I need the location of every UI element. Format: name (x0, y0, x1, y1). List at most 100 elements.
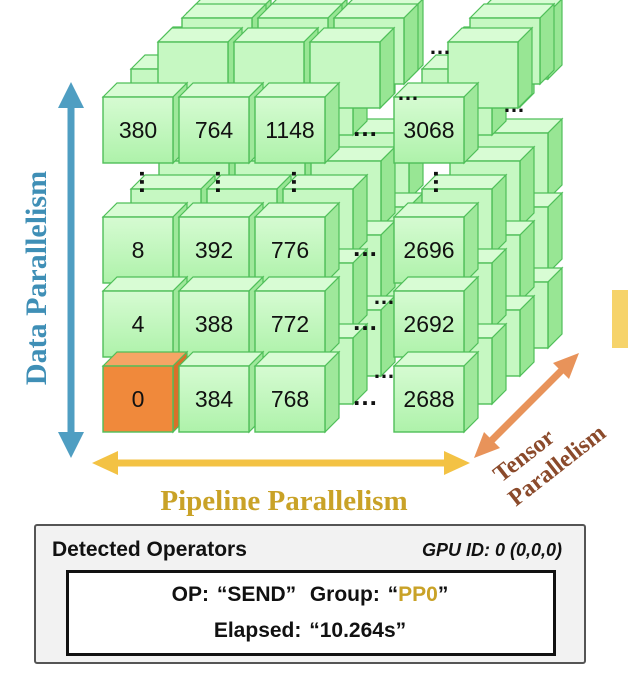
cube-side-face (324, 275, 340, 359)
cube-front-face (102, 290, 174, 358)
elapsed-line: Elapsed: “10.264s” (213, 619, 407, 642)
data-parallelism-label: Data Parallelism (20, 171, 53, 385)
horizontal-ellipsis: … (352, 306, 378, 336)
gpu-cube: 3068 (392, 81, 480, 165)
gpu-cube: 388 (177, 275, 265, 359)
cube-front-face (178, 365, 250, 433)
gpu-cube: 392 (177, 201, 265, 285)
cube-side-face (324, 81, 340, 165)
cube-front-face (254, 365, 326, 433)
partial-yellow-marker (612, 290, 628, 348)
gpu-id-label: GPU ID: 0 (0,0,0) (421, 540, 562, 560)
cube-number: 392 (195, 237, 233, 263)
ellipsis-layer: ………………………………… (134, 34, 525, 411)
cube-side-face (547, 266, 563, 350)
vertical-ellipsis: … (428, 169, 458, 195)
cube-side-face (491, 173, 507, 257)
depth-ellipsis: … (373, 284, 395, 309)
cube-front-face (393, 96, 465, 164)
vertical-ellipsis: … (210, 169, 240, 195)
horizontal-ellipsis: … (352, 381, 378, 411)
gpu-cube: 2696 (392, 201, 480, 285)
depth-ellipsis: … (429, 34, 451, 59)
gpu-cube: 1148 (253, 81, 341, 165)
cube-side-face (519, 145, 535, 229)
gpu-cube: 776 (253, 201, 341, 285)
operator-line: OP: “SEND” Group: “PP0” (171, 583, 449, 606)
parallelism-cube-diagram: 380 764 1148 3068 8 392 776 2696 4 388 772 2692 0 384… (20, 0, 628, 517)
cube-front-face (254, 216, 326, 284)
cube-front-face (178, 96, 250, 164)
pipeline-parallelism-arrow (92, 451, 470, 475)
gpu-cube: 772 (253, 275, 341, 359)
gpu-cube: 384 (177, 350, 265, 434)
cube-front-face (393, 290, 465, 358)
cube-side-face (380, 145, 396, 229)
cube-front-face (102, 365, 174, 433)
cube-side-face (324, 201, 340, 285)
panel-title: Detected Operators (52, 538, 247, 561)
cube-number: 4 (132, 311, 145, 337)
cube-number: 380 (119, 117, 157, 143)
group-value: PP0 (398, 583, 438, 606)
cube-number: 3068 (403, 117, 454, 143)
group-label: Group: (309, 583, 380, 606)
cube-side-face (519, 294, 535, 378)
pipeline-parallelism-label: Pipeline Parallelism (160, 485, 407, 517)
cube-number: 388 (195, 311, 233, 337)
cube-number: 764 (195, 117, 234, 143)
cube-number: 776 (271, 237, 309, 263)
gpu-cube: 764 (177, 81, 265, 165)
cube-side-face (403, 2, 419, 86)
cube-number: 2696 (403, 237, 454, 263)
gpu-cube: 380 (101, 81, 189, 165)
op-label: OP: (171, 583, 209, 606)
data-parallelism-arrow (58, 82, 84, 458)
cube-side-face (519, 219, 535, 303)
cube-side-face (463, 81, 479, 165)
gpu-cube: 8 (101, 201, 189, 285)
cube-side-face (463, 350, 479, 434)
cube-number: 0 (132, 386, 145, 412)
cube-front-face (254, 290, 326, 358)
cube-number: 2692 (403, 311, 454, 337)
background-cube (308, 26, 396, 110)
cube-side-face (463, 201, 479, 285)
cube-side-face (491, 247, 507, 331)
depth-ellipsis: … (373, 358, 395, 383)
gpu-cube: 768 (253, 350, 341, 434)
cube-front-face (178, 290, 250, 358)
gpu-cube: 2692 (392, 275, 480, 359)
gpu-cube: 4 (101, 275, 189, 359)
tensor-parallelism-arrow (474, 353, 579, 458)
gpu-cube: 2688 (392, 350, 480, 434)
cube-side-face (324, 350, 340, 434)
vertical-ellipsis: … (286, 169, 316, 195)
cube-number: 1148 (265, 117, 314, 143)
tensor-parallelism-label: Tensor Parallelism (489, 420, 611, 512)
depth-ellipsis: … (503, 92, 525, 117)
cube-number: 768 (271, 386, 309, 412)
op-value: SEND (227, 583, 286, 606)
vertical-ellipsis: … (134, 169, 164, 195)
cube-number: 2688 (403, 386, 454, 412)
cube-side-face (491, 322, 507, 406)
cube-side-face (463, 275, 479, 359)
cube-number: 8 (132, 237, 145, 263)
detected-operators-panel: Detected Operators GPU ID: 0 (0,0,0) OP:… (34, 524, 586, 664)
front-cube-face: 380 764 1148 3068 8 392 776 2696 4 388 772 2692 0 384… (101, 81, 480, 434)
cube-front-face (102, 96, 174, 164)
cube-front-face (393, 365, 465, 433)
cube-front-face (393, 216, 465, 284)
cube-side-face (379, 26, 395, 110)
cube-front-face (178, 216, 250, 284)
depth-ellipsis: … (397, 80, 419, 105)
operator-detail-box: OP: “SEND” Group: “PP0” Elapsed: “10.264… (66, 570, 556, 656)
elapsed-value: 10.264s (319, 619, 396, 642)
horizontal-ellipsis: … (352, 232, 378, 262)
horizontal-ellipsis: … (352, 112, 378, 142)
gpu-cube-0-highlighted: 0 (101, 350, 189, 434)
elapsed-label: Elapsed: (213, 619, 302, 642)
cube-number: 772 (271, 311, 309, 337)
cube-side-face (539, 2, 555, 86)
